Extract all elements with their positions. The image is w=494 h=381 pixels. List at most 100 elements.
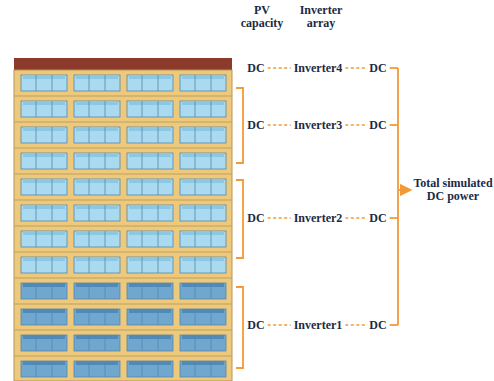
window-mullion xyxy=(36,283,37,299)
window-mullion xyxy=(52,283,53,299)
window-transom xyxy=(76,283,118,287)
window-transom xyxy=(182,127,224,131)
window xyxy=(127,231,173,247)
window xyxy=(180,179,226,195)
window-mullion xyxy=(142,335,143,351)
window xyxy=(180,257,226,273)
window-mullion xyxy=(195,309,196,325)
window-mullion xyxy=(158,257,159,273)
window xyxy=(21,75,67,91)
dashed-link xyxy=(268,324,291,325)
dashed-link xyxy=(345,124,366,125)
column-header: PV capacity xyxy=(236,4,288,30)
window xyxy=(74,335,120,351)
window-mullion xyxy=(142,361,143,377)
window-mullion xyxy=(211,283,212,299)
window xyxy=(74,179,120,195)
window-mullion xyxy=(36,205,37,221)
window-transom xyxy=(23,309,65,313)
collector-line xyxy=(390,124,398,126)
window-mullion xyxy=(105,231,106,247)
window xyxy=(180,205,226,221)
window-mullion xyxy=(158,335,159,351)
window-transom xyxy=(23,127,65,131)
dc-label: DC xyxy=(247,212,264,225)
window-mullion xyxy=(36,309,37,325)
window-mullion xyxy=(195,127,196,143)
dc-label: DC xyxy=(369,212,386,225)
window-transom xyxy=(182,75,224,79)
window xyxy=(21,153,67,169)
output-label: Total simulated DC power xyxy=(413,177,493,203)
window-transom xyxy=(182,153,224,157)
window-transom xyxy=(76,101,118,105)
window-mullion xyxy=(142,231,143,247)
window-transom xyxy=(129,283,171,287)
window-mullion xyxy=(211,257,212,273)
window xyxy=(21,127,67,143)
window-mullion xyxy=(105,205,106,221)
dc-label: DC xyxy=(247,119,264,132)
window-mullion xyxy=(52,75,53,91)
window-mullion xyxy=(158,179,159,195)
floor-line xyxy=(14,278,232,279)
dashed-link xyxy=(268,124,291,125)
window-transom xyxy=(182,361,224,365)
window-transom xyxy=(76,309,118,313)
window xyxy=(74,309,120,325)
dc-label: DC xyxy=(369,62,386,75)
bracket xyxy=(236,88,243,163)
window-mullion xyxy=(195,153,196,169)
window-transom xyxy=(76,361,118,365)
floor-line xyxy=(14,96,232,97)
floor-line xyxy=(14,252,232,253)
window-mullion xyxy=(36,179,37,195)
window-mullion xyxy=(89,179,90,195)
window-mullion xyxy=(105,153,106,169)
window-mullion xyxy=(158,101,159,117)
window-mullion xyxy=(195,361,196,377)
window-mullion xyxy=(36,101,37,117)
floor-line xyxy=(14,148,232,149)
window-mullion xyxy=(52,257,53,273)
window-transom xyxy=(23,75,65,79)
window-transom xyxy=(129,179,171,183)
window xyxy=(74,205,120,221)
window-mullion xyxy=(211,153,212,169)
window-mullion xyxy=(211,231,212,247)
window-mullion xyxy=(211,335,212,351)
window-transom xyxy=(23,153,65,157)
window-mullion xyxy=(89,101,90,117)
window-mullion xyxy=(158,283,159,299)
window-mullion xyxy=(142,127,143,143)
window-mullion xyxy=(195,335,196,351)
dc-label: DC xyxy=(369,319,386,332)
window xyxy=(127,153,173,169)
window-transom xyxy=(182,205,224,209)
window xyxy=(74,127,120,143)
window-mullion xyxy=(52,205,53,221)
window-transom xyxy=(182,179,224,183)
window-mullion xyxy=(105,75,106,91)
window-mullion xyxy=(195,101,196,117)
window xyxy=(180,283,226,299)
window xyxy=(74,361,120,377)
window-transom xyxy=(23,101,65,105)
window-transom xyxy=(76,153,118,157)
window xyxy=(21,257,67,273)
window-mullion xyxy=(89,283,90,299)
inverter-label: Inverter4 xyxy=(294,62,343,75)
window xyxy=(127,257,173,273)
window-transom xyxy=(129,361,171,365)
window-mullion xyxy=(211,205,212,221)
window-mullion xyxy=(158,231,159,247)
window-mullion xyxy=(195,75,196,91)
window-mullion xyxy=(142,101,143,117)
window-mullion xyxy=(105,179,106,195)
window-mullion xyxy=(105,127,106,143)
window-mullion xyxy=(158,309,159,325)
window xyxy=(180,361,226,377)
